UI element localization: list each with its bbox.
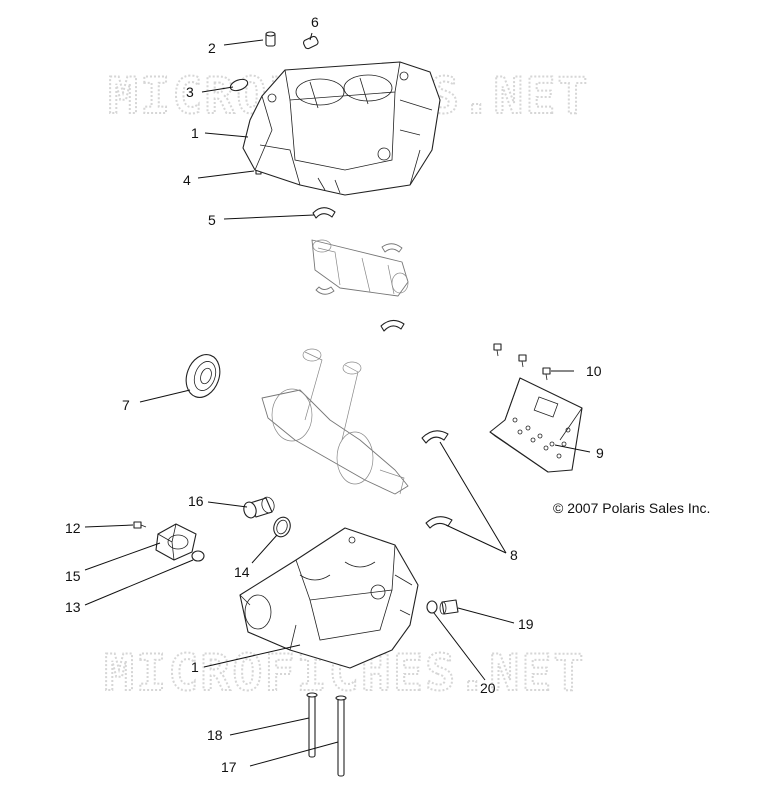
crankshaft (261, 348, 409, 495)
crank-support-assembly (311, 239, 409, 297)
bearing-shell-part-5 (312, 207, 336, 219)
cover-part-15 (155, 523, 197, 561)
fitting-part-19 (439, 599, 459, 615)
callout-9: 9 (596, 445, 604, 461)
callout-3: 3 (186, 84, 194, 100)
callout-12: 12 (65, 520, 81, 536)
bushing-part-16 (243, 496, 275, 519)
dowel-part-6 (302, 35, 319, 50)
callout-17: 17 (221, 759, 237, 775)
callout-6: 6 (311, 14, 319, 30)
windage-plate-part-9 (489, 377, 583, 473)
callout-1-upper: 1 (191, 125, 199, 141)
o-ring-part-3 (229, 78, 249, 92)
pin-part-18 (306, 692, 318, 758)
callout-4: 4 (183, 172, 191, 188)
bolts-part-10 (493, 343, 551, 381)
dowel-pin-part-2 (265, 31, 276, 47)
callout-5: 5 (208, 212, 216, 228)
callout-labels: 2 6 3 1 4 5 7 10 9 © 2007 Polaris Sales … (65, 14, 710, 775)
upper-crankcase-part-1 (242, 61, 441, 196)
callout-18: 18 (207, 727, 223, 743)
oil-seal-part-7 (185, 354, 221, 398)
callout-13: 13 (65, 599, 81, 615)
callout-19: 19 (518, 616, 534, 632)
callout-14: 14 (234, 564, 250, 580)
bearing-shell-lower (380, 319, 405, 332)
lower-crankcase-part-1 (239, 527, 419, 669)
callout-15: 15 (65, 568, 81, 584)
callout-8: 8 (510, 547, 518, 563)
washer-part-20 (426, 600, 438, 614)
leader-lines (84, 32, 591, 767)
callout-2: 2 (208, 40, 216, 56)
pin-part-17 (335, 695, 347, 777)
callout-16: 16 (188, 493, 204, 509)
callout-copyright: © 2007 Polaris Sales Inc. (553, 500, 710, 516)
o-ring-part-13 (191, 550, 205, 562)
ring-part-14 (273, 516, 291, 538)
callout-20: 20 (480, 680, 496, 696)
callout-1-lower: 1 (191, 659, 199, 675)
screw-part-12 (133, 521, 147, 529)
callout-10: 10 (586, 363, 602, 379)
bearing-shell-part-8-upper (421, 430, 449, 444)
callout-7: 7 (122, 397, 130, 413)
